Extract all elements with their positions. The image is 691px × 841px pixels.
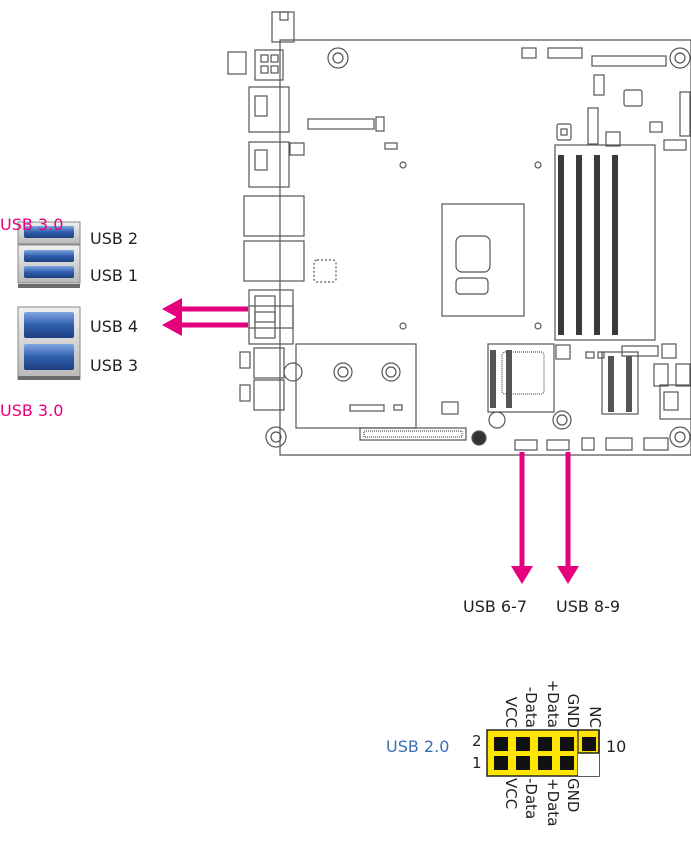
arrowhead-usb4 <box>162 314 182 336</box>
pin-label-bottom-vcc: VCC <box>502 778 520 809</box>
pins <box>494 737 596 770</box>
arrows <box>162 298 579 584</box>
io-lan-port-1 <box>248 86 290 133</box>
mount-hole <box>327 47 349 69</box>
pin <box>582 737 596 751</box>
usb-stack-lower <box>17 306 81 380</box>
usb-port-icon-3 <box>24 344 74 370</box>
pin-label-bottom-plus-data: +Data <box>544 778 562 826</box>
top-header-wide <box>547 47 583 59</box>
small-chip <box>313 259 337 283</box>
pin <box>494 737 508 751</box>
pin-label-top-minus-data: -Data <box>522 687 540 728</box>
usb2-pinout: USB 2.0 2 1 10 VCC -Data +Data GND NC <box>386 680 626 827</box>
internal-header <box>307 118 375 130</box>
usb89-header <box>546 439 570 451</box>
usb30-label-bottom: USB 3.0 <box>0 401 63 420</box>
cpu-package <box>441 203 525 317</box>
io-lan-port-2 <box>248 141 290 188</box>
motherboard <box>227 11 691 456</box>
usb67-header <box>514 439 538 451</box>
pin-number-10: 10 <box>606 737 626 756</box>
io-block-2 <box>243 240 305 282</box>
pin-label-top-gnd: GND <box>564 694 582 728</box>
aux-power-connector <box>254 49 284 81</box>
pin-label-top-vcc: VCC <box>502 697 520 728</box>
io-block-1 <box>243 195 305 237</box>
pin <box>560 756 574 770</box>
usb4-label: USB 4 <box>90 317 138 336</box>
board-usb-port-2 <box>248 305 294 345</box>
pin <box>538 756 552 770</box>
usb89-label: USB 8-9 <box>556 597 620 616</box>
pinout-title: USB 2.0 <box>386 737 449 756</box>
usb3-label: USB 3 <box>90 356 138 375</box>
pin-label-top-nc: NC <box>586 706 604 728</box>
usb-port-icon-2 <box>24 250 74 262</box>
pin <box>560 737 574 751</box>
pin-label-bottom-minus-data: -Data <box>522 778 540 819</box>
pin-label-top-plus-data: +Data <box>544 680 562 728</box>
usb-port-icon-4 <box>24 312 74 338</box>
arrowhead-usb1 <box>162 298 182 320</box>
pin-number-1: 1 <box>472 754 482 772</box>
arrowhead-usb89 <box>557 566 579 584</box>
top-power-connector <box>271 11 295 43</box>
controller-chip <box>501 351 545 395</box>
arrowhead-usb67 <box>511 566 533 584</box>
audio-jack-1 <box>253 347 285 379</box>
pin <box>538 737 552 751</box>
memory-slots <box>554 144 656 341</box>
audio-jack-2 <box>253 379 285 411</box>
pin-label-bottom-gnd: GND <box>564 778 582 812</box>
usb1-label: USB 1 <box>90 266 138 285</box>
usb2-label: USB 2 <box>90 229 138 248</box>
pin-number-2: 2 <box>472 732 482 750</box>
pin <box>516 737 530 751</box>
usb-port-icon-1 <box>24 266 74 278</box>
usb67-label: USB 6-7 <box>463 597 527 616</box>
pcie-slot <box>359 427 467 441</box>
top-header-long <box>591 55 667 67</box>
pin <box>516 756 530 770</box>
bios-chip <box>623 89 643 107</box>
usb-stack-upper <box>17 221 81 288</box>
m2-area <box>295 343 417 429</box>
top-header-small <box>521 47 537 59</box>
pin <box>494 756 508 770</box>
usb30-label-top: USB 3.0 <box>0 215 63 234</box>
